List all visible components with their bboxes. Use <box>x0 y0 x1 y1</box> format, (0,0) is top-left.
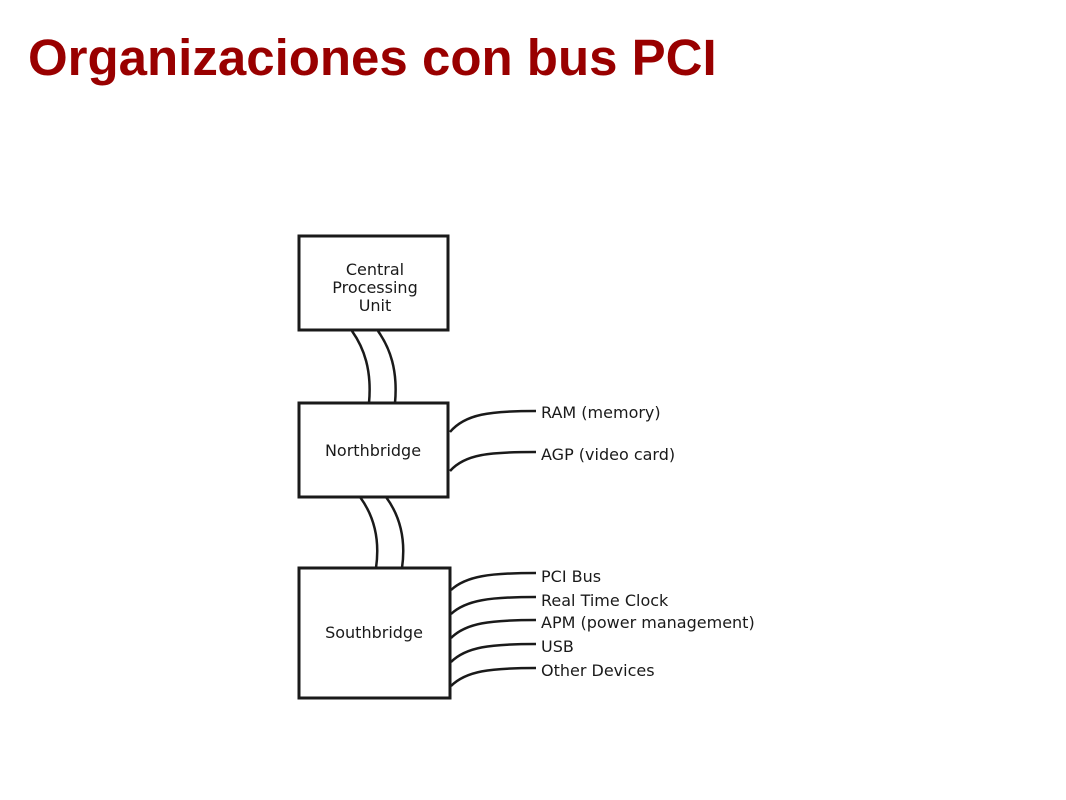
cpu-label-line-2: Processing <box>332 278 417 297</box>
apm-label: APM (power management) <box>541 613 755 632</box>
cpu-label-line-1: Central <box>346 260 404 279</box>
cpu-northbridge-link-left <box>350 330 371 404</box>
usb-wire <box>450 642 537 663</box>
slide-title: Organizaciones con bus PCI <box>28 29 717 86</box>
cpu-northbridge-link-right <box>376 330 397 404</box>
northbridge-southbridge-link-right <box>384 496 405 569</box>
real-time-clock-label: Real Time Clock <box>541 591 669 610</box>
pci-bus-wire <box>450 571 537 591</box>
cpu-box <box>297 234 450 332</box>
cpu-label-line-3: Unit <box>359 296 392 315</box>
northbridge-box <box>297 401 450 499</box>
northbridge-southbridge-link-left <box>358 496 379 569</box>
ram-wire <box>449 409 537 433</box>
agp-label: AGP (video card) <box>541 445 675 464</box>
southbridge-label: Southbridge <box>325 623 423 642</box>
usb-label: USB <box>541 637 574 656</box>
real-time-clock-wire <box>450 595 537 615</box>
other-devices-wire <box>450 666 537 687</box>
other-devices-label: Other Devices <box>541 661 655 680</box>
southbridge-box <box>297 566 452 700</box>
apm-wire <box>450 618 537 639</box>
agp-wire <box>449 450 537 472</box>
northbridge-label: Northbridge <box>325 441 421 460</box>
pci-bus-label: PCI Bus <box>541 567 601 586</box>
ram-label: RAM (memory) <box>541 403 661 422</box>
